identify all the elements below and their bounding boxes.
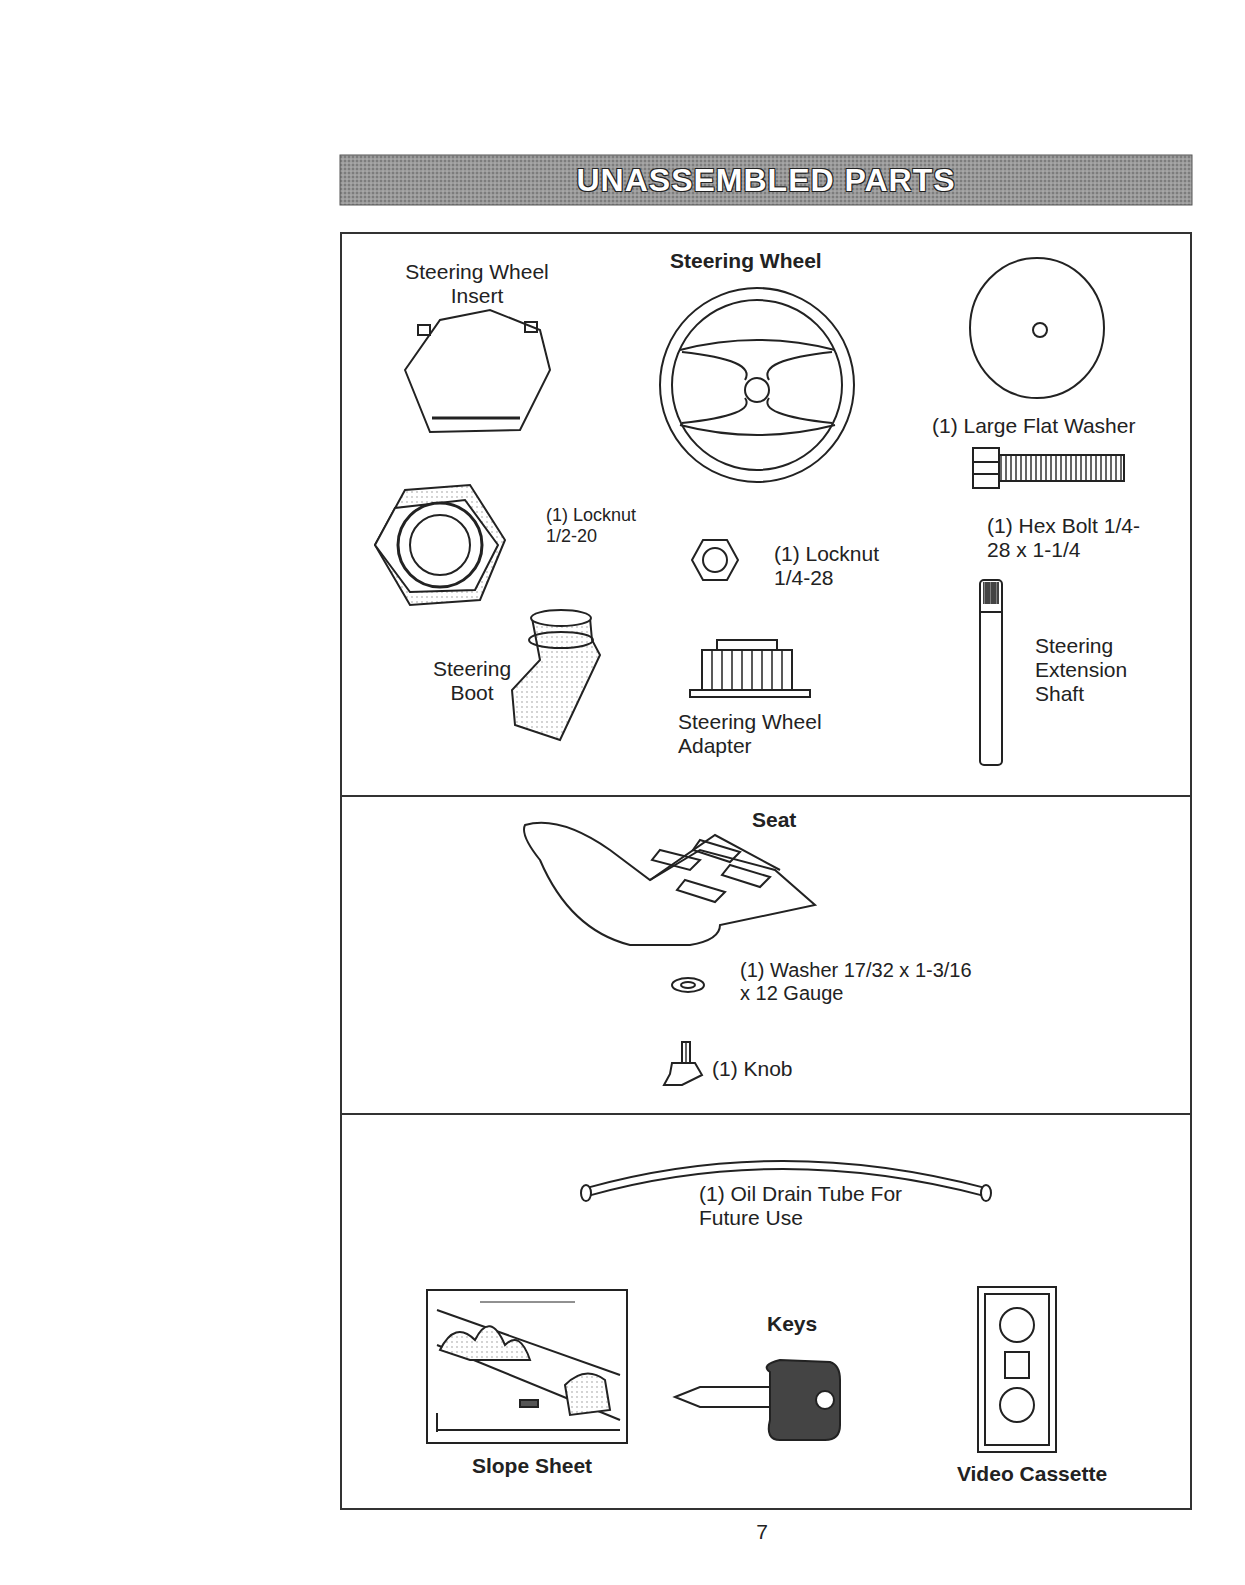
page-number: 7	[742, 1520, 782, 1544]
parts-panel: Seat (1) Washer 17/32 x 1-3/16 x 12 Gauge…	[340, 795, 1192, 1115]
part-label: (1) Hex Bolt 1/4-28 x 1-1/4	[987, 514, 1162, 562]
parts-panel: Steering Wheel Insert Steering Wheel (1) L…	[340, 232, 1192, 797]
part-label: Video Cassette	[932, 1462, 1132, 1486]
part-label: (1) Washer 17/32 x 1-3/16 x 12 Gauge	[740, 959, 980, 1005]
part-label: Seat	[752, 808, 832, 832]
part-label: (1) Oil Drain Tube For Future Use	[699, 1182, 929, 1230]
part-label: Steering Extension Shaft	[1035, 634, 1155, 706]
part-label: Steering Wheel Adapter	[678, 710, 848, 758]
part-label: (1) Locknut 1/4-28	[774, 542, 904, 590]
part-label: Steering Wheel	[670, 249, 860, 273]
title: UNASSEMBLED PARTS	[576, 162, 955, 199]
part-label: Keys	[767, 1312, 847, 1336]
title-band: UNASSEMBLED PARTS	[340, 155, 1192, 205]
part-label: Slope Sheet	[442, 1454, 622, 1478]
part-label: Steering Boot	[422, 657, 522, 705]
part-label: Steering Wheel Insert	[402, 260, 552, 308]
part-label: (1) Knob	[712, 1057, 812, 1081]
part-label: (1) Locknut 1/2-20	[546, 505, 641, 547]
parts-panel: (1) Oil Drain Tube For Future UseSlope S…	[340, 1113, 1192, 1510]
part-label: (1) Large Flat Washer	[932, 414, 1177, 438]
